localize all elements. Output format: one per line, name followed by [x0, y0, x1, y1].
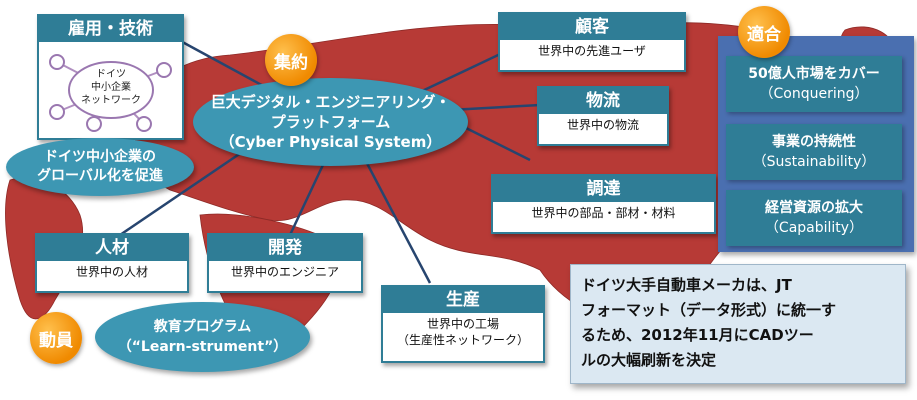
- tekigou-panel: 50億人市場をカバー （Conquering） 事業の持続性 （Sustaina…: [718, 36, 914, 252]
- butsuryu-title: 物流: [539, 88, 667, 114]
- tekigou-item-1: 事業の持続性 （Sustainability）: [726, 124, 902, 180]
- tekigou-item-0: 50億人市場をカバー （Conquering）: [726, 56, 902, 112]
- network-center-label: ドイツ 中小企業 ネットワーク: [81, 69, 141, 106]
- hub-ellipse: 巨大デジタル・エンジニアリング・ プラットフォーム （Cyber Physica…: [193, 78, 468, 166]
- chotatsu-title: 調達: [493, 176, 714, 202]
- kokyaku-body: 世界中の先進ユーザ: [538, 44, 646, 58]
- hub-line3: （Cyber Physical System）: [219, 133, 442, 151]
- network-nodes: [49, 54, 172, 132]
- note-line2: フォーマット（データ形式）に統一す: [581, 301, 837, 319]
- koyou-title: 雇用・技術: [39, 16, 182, 42]
- kaihatsu-title: 開発: [209, 235, 361, 261]
- kokyaku-box: 顧客 世界中の先進ユーザ: [498, 12, 686, 72]
- kokyaku-title: 顧客: [500, 14, 684, 40]
- globalize-ellipse: ドイツ中小企業の グローバル化を促進: [6, 138, 194, 196]
- hub-line2: プラットフォーム: [270, 113, 391, 131]
- koyou-box: 雇用・技術 ドイツ 中小企業 ネットワーク: [37, 14, 184, 140]
- chotatsu-box: 調達 世界中の部品・部材・材料: [491, 174, 716, 234]
- hub-line1: 巨大デジタル・エンジニアリング・: [210, 93, 451, 111]
- education-ellipse: 教育プログラム （“Learn-strument”）: [95, 302, 310, 372]
- kaihatsu-body: 世界中のエンジニア: [230, 265, 339, 279]
- note-box: ドイツ大手自動車メーカは、JT フォーマット（データ形式）に統一す るため、20…: [570, 264, 906, 384]
- tekigou-item-2: 経営資源の拡大 （Capability）: [726, 190, 902, 246]
- seisan-title: 生産: [383, 287, 543, 313]
- network-graphic: [49, 54, 172, 132]
- education-line2: （“Learn-strument”）: [117, 339, 288, 355]
- education-line1: 教育プログラム: [153, 319, 252, 335]
- doin-badge: 動員: [30, 312, 82, 364]
- shuyaku-badge: 集約: [265, 34, 317, 86]
- jinzai-box: 人材 世界中の人材: [35, 233, 189, 293]
- jinzai-title: 人材: [37, 235, 187, 261]
- note-line4: ルの大幅刷新を決定: [581, 351, 717, 369]
- butsuryu-body: 世界中の物流: [566, 118, 639, 132]
- note-line3: るため、2012年11月にCADツー: [581, 326, 814, 344]
- seisan-box: 生産 世界中の工場 （生産性ネットワーク）: [381, 285, 545, 363]
- note-line1: ドイツ大手自動車メーカは、JT: [581, 276, 792, 294]
- tekigou-badge: 適合: [738, 6, 790, 58]
- kaihatsu-box: 開発 世界中のエンジニア: [207, 233, 363, 293]
- chotatsu-body: 世界中の部品・部材・材料: [531, 206, 676, 220]
- butsuryu-box: 物流 世界中の物流: [537, 86, 669, 146]
- seisan-body: 世界中の工場 （生産性ネットワーク）: [396, 317, 529, 347]
- jinzai-body: 世界中の人材: [75, 265, 148, 279]
